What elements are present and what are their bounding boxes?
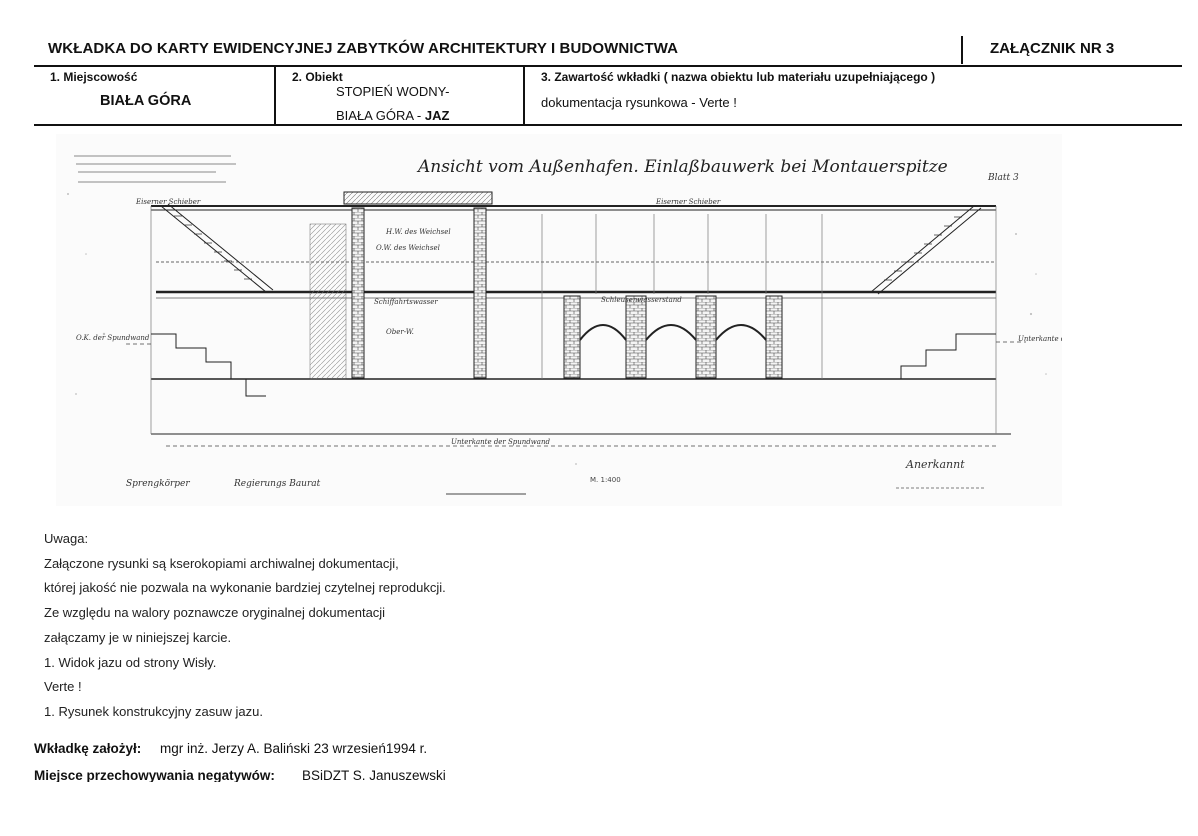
drawing-caption: Ansicht vom Außenhafen. Einlaßbauwerk be… — [416, 157, 948, 177]
contents-value: dokumentacja rysunkowa - Verte ! — [541, 95, 737, 110]
author-value: mgr inż. Jerzy A. Baliński 23 wrzesień19… — [160, 741, 428, 756]
field-divider-2 — [523, 65, 525, 124]
object-line-2: BIAŁA GÓRA - JAZ — [336, 108, 449, 123]
svg-text:Schiffahrtswasser: Schiffahrtswasser — [374, 298, 438, 306]
fields-bottom-rule — [34, 124, 1182, 126]
note-line: Załączone rysunki są kserokopiami archiw… — [44, 555, 399, 571]
svg-text:Eiserner Schieber: Eiserner Schieber — [135, 198, 201, 206]
object-line-1: STOPIEŃ WODNY- — [336, 84, 450, 99]
svg-text:O.K. der Spundwand: O.K. der Spundwand — [76, 334, 150, 342]
storage-row: Miejsce przechowywania negatywów: — [34, 768, 275, 782]
notes-block: Uwaga: Załączone rysunki są kserokopiami… — [44, 527, 446, 725]
svg-text:H.W. des Weichsel: H.W. des Weichsel — [385, 228, 451, 236]
signature-left: Sprengkörper — [126, 479, 190, 489]
note-line: 1. Widok jazu od strony Wisły. — [44, 654, 217, 670]
svg-text:Eiserner Schieber: Eiserner Schieber — [655, 198, 721, 206]
note-line: której jakość nie pozwala na wykonanie b… — [44, 580, 446, 596]
note-line: Uwaga: — [44, 531, 89, 546]
sheet-note: Blatt 3 — [987, 173, 1019, 183]
note-line: Ze względu na walory poznawcze oryginaln… — [44, 605, 386, 621]
svg-text:Unterkante der Spundwand: Unterkante der Spundwand — [1018, 335, 1062, 343]
document-title: WKŁADKA DO KARTY EWIDENCYJNEJ ZABYTKÓW A… — [48, 40, 679, 57]
storage-value: BSiDZT S. Januszewski — [302, 768, 446, 782]
locality-value: BIAŁA GÓRA — [100, 93, 192, 109]
svg-text:Schleusenwasserstand: Schleusenwasserstand — [601, 296, 682, 304]
archival-drawing: Ansicht vom Außenhafen. Einlaßbauwerk be… — [56, 134, 1062, 506]
field-divider-1 — [274, 65, 276, 124]
header-rule — [34, 65, 1182, 67]
svg-text:O.W. des Weichsel: O.W. des Weichsel — [376, 244, 440, 252]
object-label: 2. Obiekt — [292, 70, 343, 84]
contents-label: 3. Zawartość wkładki ( nazwa obiektu lub… — [541, 70, 936, 84]
author-label: Wkładkę założył: — [34, 741, 142, 756]
author-row: Wkładkę założył: — [34, 741, 141, 756]
annex-number: ZAŁĄCZNIK NR 3 — [990, 40, 1115, 57]
weir-elevation-drawing: Ansicht vom Außenhafen. Einlaßbauwerk be… — [67, 155, 1062, 495]
signature-middle: Regierungs Baurat — [233, 479, 321, 489]
svg-text:Ober-W.: Ober-W. — [386, 328, 414, 336]
object-line-2-bold: JAZ — [424, 108, 450, 123]
locality-label: 1. Miejscowość — [50, 70, 138, 84]
note-line: 1. Rysunek konstrukcyjny zasuw jazu. — [44, 703, 263, 719]
storage-label: Miejsce przechowywania negatywów: — [34, 768, 275, 782]
signature-right: Anerkannt — [905, 458, 965, 471]
note-line: załączamy je w niniejszej karcie. — [44, 629, 232, 645]
header-divider — [961, 36, 963, 64]
note-line: Verte ! — [44, 679, 82, 695]
object-line-2-prefix: BIAŁA GÓRA - — [336, 108, 425, 123]
svg-text:Unterkante der Spundwand: Unterkante der Spundwand — [451, 438, 550, 446]
drawing-scale: M. 1:400 — [590, 476, 621, 484]
